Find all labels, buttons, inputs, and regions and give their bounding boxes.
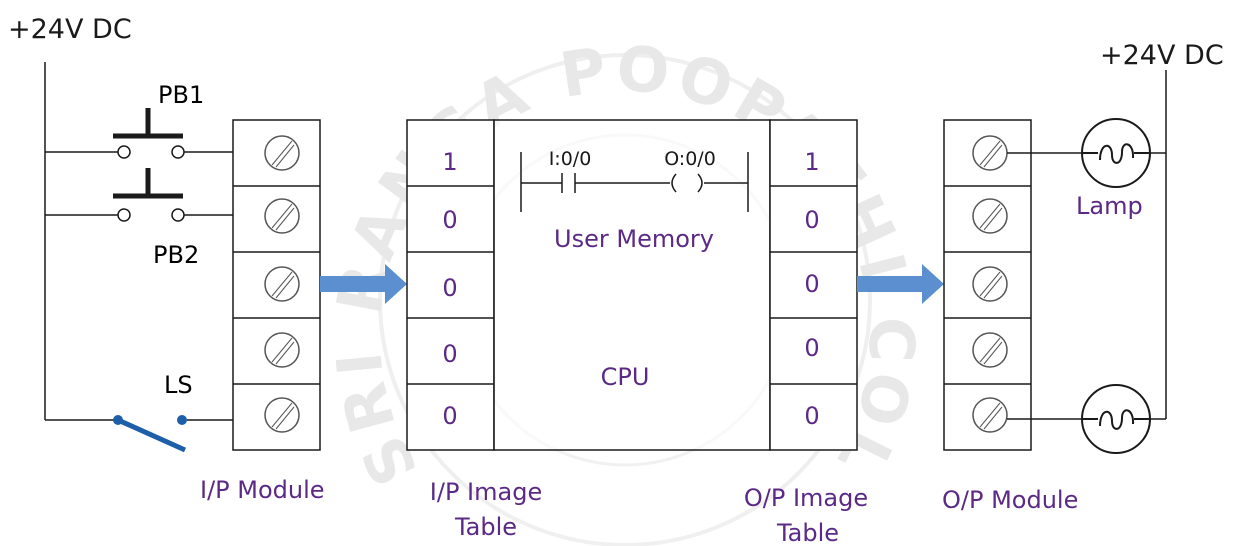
input-image-value: 0 xyxy=(442,206,457,234)
pb1-label: PB1 xyxy=(158,81,204,109)
input-image-value: 0 xyxy=(442,274,457,302)
pb2-label: PB2 xyxy=(153,241,199,269)
limit-switch xyxy=(113,415,248,453)
input-terminal xyxy=(264,332,300,368)
input-image-value: 1 xyxy=(442,148,457,176)
output-image-value: 0 xyxy=(804,206,819,234)
cpu-block: I:0/0 O:0/0 User Memory CPU xyxy=(493,119,771,451)
input-scan-arrow xyxy=(320,264,407,304)
ladder-input-address: I:0/0 xyxy=(549,148,592,170)
output-module-label: O/P Module xyxy=(942,486,1078,514)
left-supply-rail xyxy=(44,62,118,421)
supply-right-label: +24V DC xyxy=(1100,40,1224,71)
lamp-label: Lamp xyxy=(1076,192,1143,220)
supply-left-label: +24V DC xyxy=(8,14,132,45)
right-supply-rail xyxy=(1007,70,1167,420)
output-module xyxy=(943,119,1032,451)
pb2-pushbutton xyxy=(113,168,248,222)
output-terminal xyxy=(972,397,1008,433)
output-image-table: 1 0 0 0 0 xyxy=(769,119,858,451)
output-terminal xyxy=(972,266,1008,302)
input-module xyxy=(232,119,321,451)
input-image-table: 1 0 0 0 0 xyxy=(406,119,495,451)
output-image-value: 0 xyxy=(804,402,819,430)
output-image-value: 0 xyxy=(804,270,819,298)
output-terminal xyxy=(972,198,1008,234)
input-terminal xyxy=(264,198,300,234)
output-scan-arrow xyxy=(857,264,944,304)
output-terminal xyxy=(972,135,1008,171)
input-image-table-title: Table xyxy=(454,513,517,541)
input-image-value: 0 xyxy=(442,402,457,430)
ls-label: LS xyxy=(164,371,193,399)
input-terminal xyxy=(264,266,300,302)
pb1-pushbutton xyxy=(113,108,248,159)
lamp-icon xyxy=(1081,384,1151,454)
output-image-value: 0 xyxy=(804,334,819,362)
output-image-table-title: O/P Image xyxy=(744,484,868,512)
lamp-icon xyxy=(1081,118,1151,188)
output-image-table-title: Table xyxy=(776,519,839,546)
ladder-rung xyxy=(520,152,749,212)
input-image-value: 0 xyxy=(442,340,457,368)
user-memory-label: User Memory xyxy=(554,225,714,253)
input-terminal xyxy=(264,135,300,171)
output-image-value: 1 xyxy=(804,148,819,176)
output-terminal xyxy=(972,332,1008,368)
input-module-label: I/P Module xyxy=(200,476,325,504)
cpu-label: CPU xyxy=(601,363,650,391)
ladder-output-address: O:0/0 xyxy=(664,148,716,170)
input-image-table-title: I/P Image xyxy=(430,478,542,506)
input-terminal xyxy=(264,397,300,433)
